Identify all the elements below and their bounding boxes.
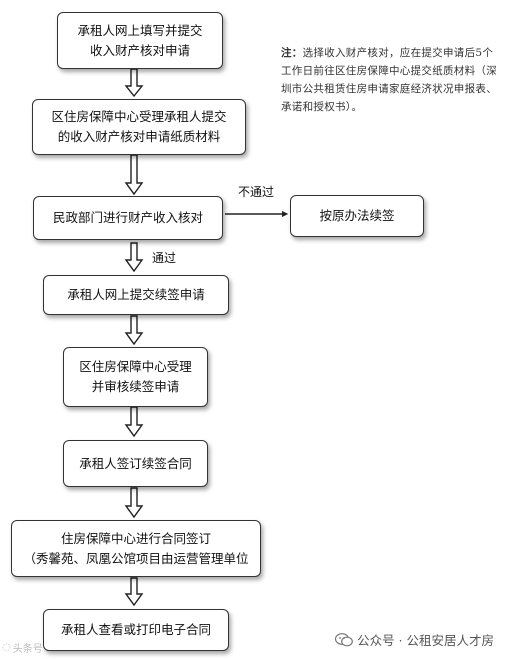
watermark-right: 公众号 · 公租安居人才房 — [335, 630, 494, 649]
step1-line2: 收入财产核对申请 — [89, 42, 190, 58]
note-prefix: 注： — [281, 47, 303, 59]
arrow-step7-step8 — [124, 577, 144, 607]
watermark-right-text: 公众号 · 公租安居人才房 — [357, 633, 494, 648]
arrow-step4-step5 — [124, 315, 144, 346]
fail-label: 不通过 — [238, 185, 275, 199]
step3-line1: 民政部门进行财产收入核对 — [52, 210, 203, 225]
step1-line1: 承租人网上填写并提交 — [77, 22, 203, 38]
step7-center-sign-contract-box: 住房保障中心进行合同签订 （秀馨苑、凤凰公馆项目由运营管理单位 — [11, 520, 261, 577]
alt-renew-original-method-box: 按原办法续签 — [290, 195, 424, 237]
step1-submit-application-box: 承租人网上填写并提交 收入财产核对申请 — [57, 12, 223, 69]
arrow-step5-step6 — [124, 406, 144, 438]
arrow-step3-step4 — [124, 242, 144, 273]
note-text: 注：选择收入财产核对，应在提交申请后5个工作日前往区住房保障中心提交纸质材料（深… — [281, 44, 499, 116]
step7-line2: （秀馨苑、凤凰公馆项目由运营管理单位 — [23, 550, 249, 566]
step8-line1: 承租人查看或打印电子合同 — [60, 622, 211, 637]
step2-accept-paper-materials-box: 区住房保障中心受理承租人提交 的收入财产核对申请纸质材料 — [32, 99, 246, 155]
step3-civil-affairs-verify-box: 民政部门进行财产收入核对 — [33, 196, 223, 240]
alt-line1: 按原办法续签 — [319, 208, 395, 223]
step6-sign-renewal-contract-box: 承租人签订续签合同 — [63, 440, 208, 487]
step5-review-renewal-box: 区住房保障中心受理 并审核续签申请 — [63, 347, 208, 407]
step4-line1: 承租人网上提交续签申请 — [67, 287, 205, 302]
watermark-left-text: 头条号 — [12, 644, 43, 655]
step5-line1: 区住房保障中心受理 — [79, 359, 192, 374]
arrow-step6-step7 — [124, 487, 144, 519]
step2-line1: 区住房保障中心受理承租人提交 — [51, 109, 227, 124]
note-body: 选择收入财产核对，应在提交申请后5个工作日前往区住房保障中心提交纸质材料（深圳市… — [281, 47, 497, 113]
wechat-icon — [335, 632, 353, 646]
watermark-left-icon: ◌ — [2, 642, 11, 653]
watermark-left: ◌ 头条号 — [2, 640, 43, 655]
pass-label: 通过 — [152, 251, 177, 265]
arrow-step1-step2 — [124, 68, 144, 98]
step7-line1: 住房保障中心进行合同签订 — [60, 530, 211, 546]
step5-line2: 并审核续签申请 — [91, 379, 180, 394]
step4-submit-renewal-box: 承租人网上提交续签申请 — [43, 275, 229, 315]
step6-line1: 承租人签订续签合同 — [79, 455, 192, 471]
step2-line2: 的收入财产核对申请纸质材料 — [57, 129, 221, 144]
step8-view-print-contract-box: 承租人查看或打印电子合同 — [43, 609, 229, 651]
arrow-step2-step3 — [124, 154, 144, 196]
